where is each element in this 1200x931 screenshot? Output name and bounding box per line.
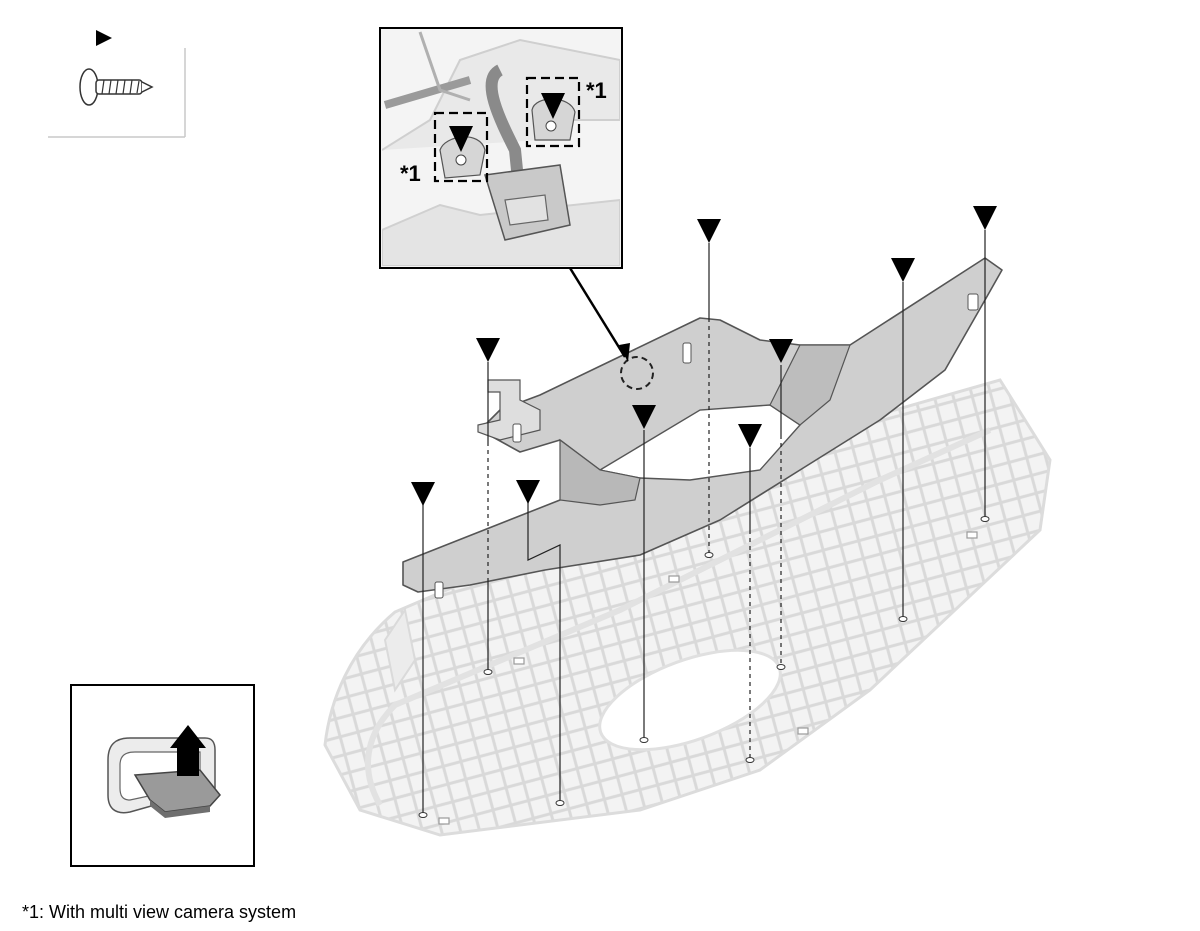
detail-screw-marker-right [541,93,565,119]
screw-marker-4 [632,405,656,429]
camera-mount-detail-inset: *1 *1 [379,27,623,269]
screw-icon [79,68,154,106]
screw-marker-3 [516,480,540,504]
release-arrow-icon [170,725,206,776]
screw-marker-8 [891,258,915,282]
screw-marker-1 [411,482,435,506]
marker-triangle-icon [96,30,112,46]
callout-detail-right: *1 [586,78,607,103]
footnote: *1: With multi view camera system [22,902,297,922]
screw-positions [422,230,986,815]
screw-marker-6 [738,424,762,448]
detail-leader-line [568,267,627,358]
screw-legend [48,30,186,138]
screw-marker-9 [973,206,997,230]
detail-screw-marker-left [449,126,473,152]
clip-release-inset [70,684,255,867]
callout-detail-left: *1 [400,161,421,186]
screw-marker-2 [476,338,500,362]
screw-marker-7 [769,339,793,363]
screw-marker-5 [697,219,721,243]
